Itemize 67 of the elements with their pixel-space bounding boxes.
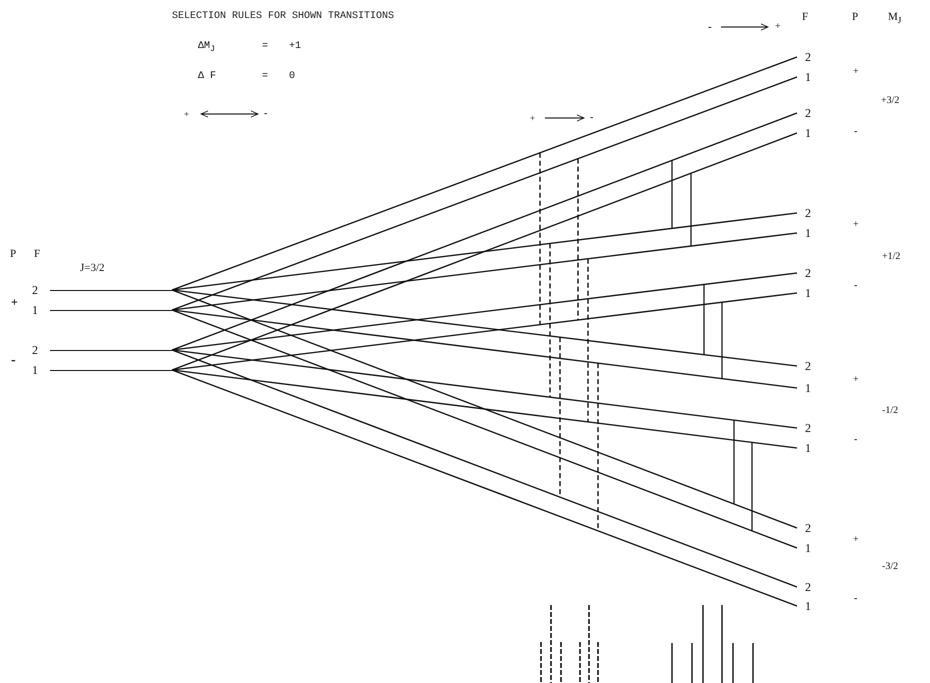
level-label: 2 xyxy=(797,105,811,121)
level-line xyxy=(172,289,798,529)
label: 0 xyxy=(289,71,296,83)
level-label: 1 xyxy=(32,303,39,317)
label: P xyxy=(10,248,16,260)
label: M$_{J}$ xyxy=(888,11,902,26)
label: + xyxy=(853,66,859,78)
level-label: 1 xyxy=(797,285,811,301)
level-label: 1 xyxy=(797,380,811,396)
level-label: 2 xyxy=(32,283,39,297)
label: - xyxy=(590,112,594,124)
label: +1 xyxy=(289,41,302,53)
level-label: 2 xyxy=(797,520,811,536)
level-line xyxy=(172,132,798,371)
label: - xyxy=(264,108,268,120)
label: J=3/2 xyxy=(80,262,105,274)
title: SELECTION RULES FOR SHOWN TRANSITIONS xyxy=(172,11,394,22)
level-label: 2 xyxy=(797,358,811,374)
level-line xyxy=(172,349,798,588)
label: -1/2 xyxy=(882,405,898,417)
label: - xyxy=(854,126,858,138)
label: - xyxy=(854,280,858,292)
level-line xyxy=(172,232,798,311)
label: ΔM$_{J}$ xyxy=(198,41,216,55)
label: + xyxy=(853,534,859,546)
level-label: 2 xyxy=(797,420,811,436)
level-label: 1 xyxy=(797,440,811,456)
label: +3/2 xyxy=(881,95,900,107)
label: F xyxy=(802,11,808,23)
level-line xyxy=(172,349,798,429)
level-label: 2 xyxy=(32,343,39,357)
label: + xyxy=(184,108,190,120)
level-line xyxy=(172,212,798,291)
level-label: 1 xyxy=(797,540,811,556)
level-line xyxy=(172,309,798,389)
level-label: 2 xyxy=(797,49,811,65)
label: Δ F xyxy=(198,71,216,83)
label: - xyxy=(11,355,16,367)
level-line xyxy=(172,272,798,351)
label: - xyxy=(854,593,858,605)
label: + xyxy=(530,112,536,124)
level-label: 1 xyxy=(797,69,811,85)
label: - xyxy=(708,21,712,33)
label: P xyxy=(852,11,858,23)
label: +1/2 xyxy=(882,251,900,263)
level-line xyxy=(172,112,798,351)
label: -3/2 xyxy=(882,561,898,573)
level-label: 2 xyxy=(797,579,811,595)
level-line xyxy=(172,369,798,607)
label: F xyxy=(34,248,40,260)
level-label: 1 xyxy=(797,125,811,141)
level-line xyxy=(172,309,798,549)
label: + xyxy=(853,374,859,386)
label: + xyxy=(775,21,781,33)
level-label: 2 xyxy=(797,265,811,281)
level-line xyxy=(172,369,798,449)
label: = xyxy=(262,71,268,83)
level-label: 2 xyxy=(797,205,811,221)
label: + xyxy=(11,296,18,308)
level-label: 1 xyxy=(32,363,39,377)
level-label: 1 xyxy=(797,225,811,241)
label: + xyxy=(853,219,859,231)
label: = xyxy=(262,41,268,53)
label: - xyxy=(854,434,858,446)
level-line xyxy=(172,56,798,291)
level-label: 1 xyxy=(797,598,811,614)
level-line xyxy=(172,76,798,311)
